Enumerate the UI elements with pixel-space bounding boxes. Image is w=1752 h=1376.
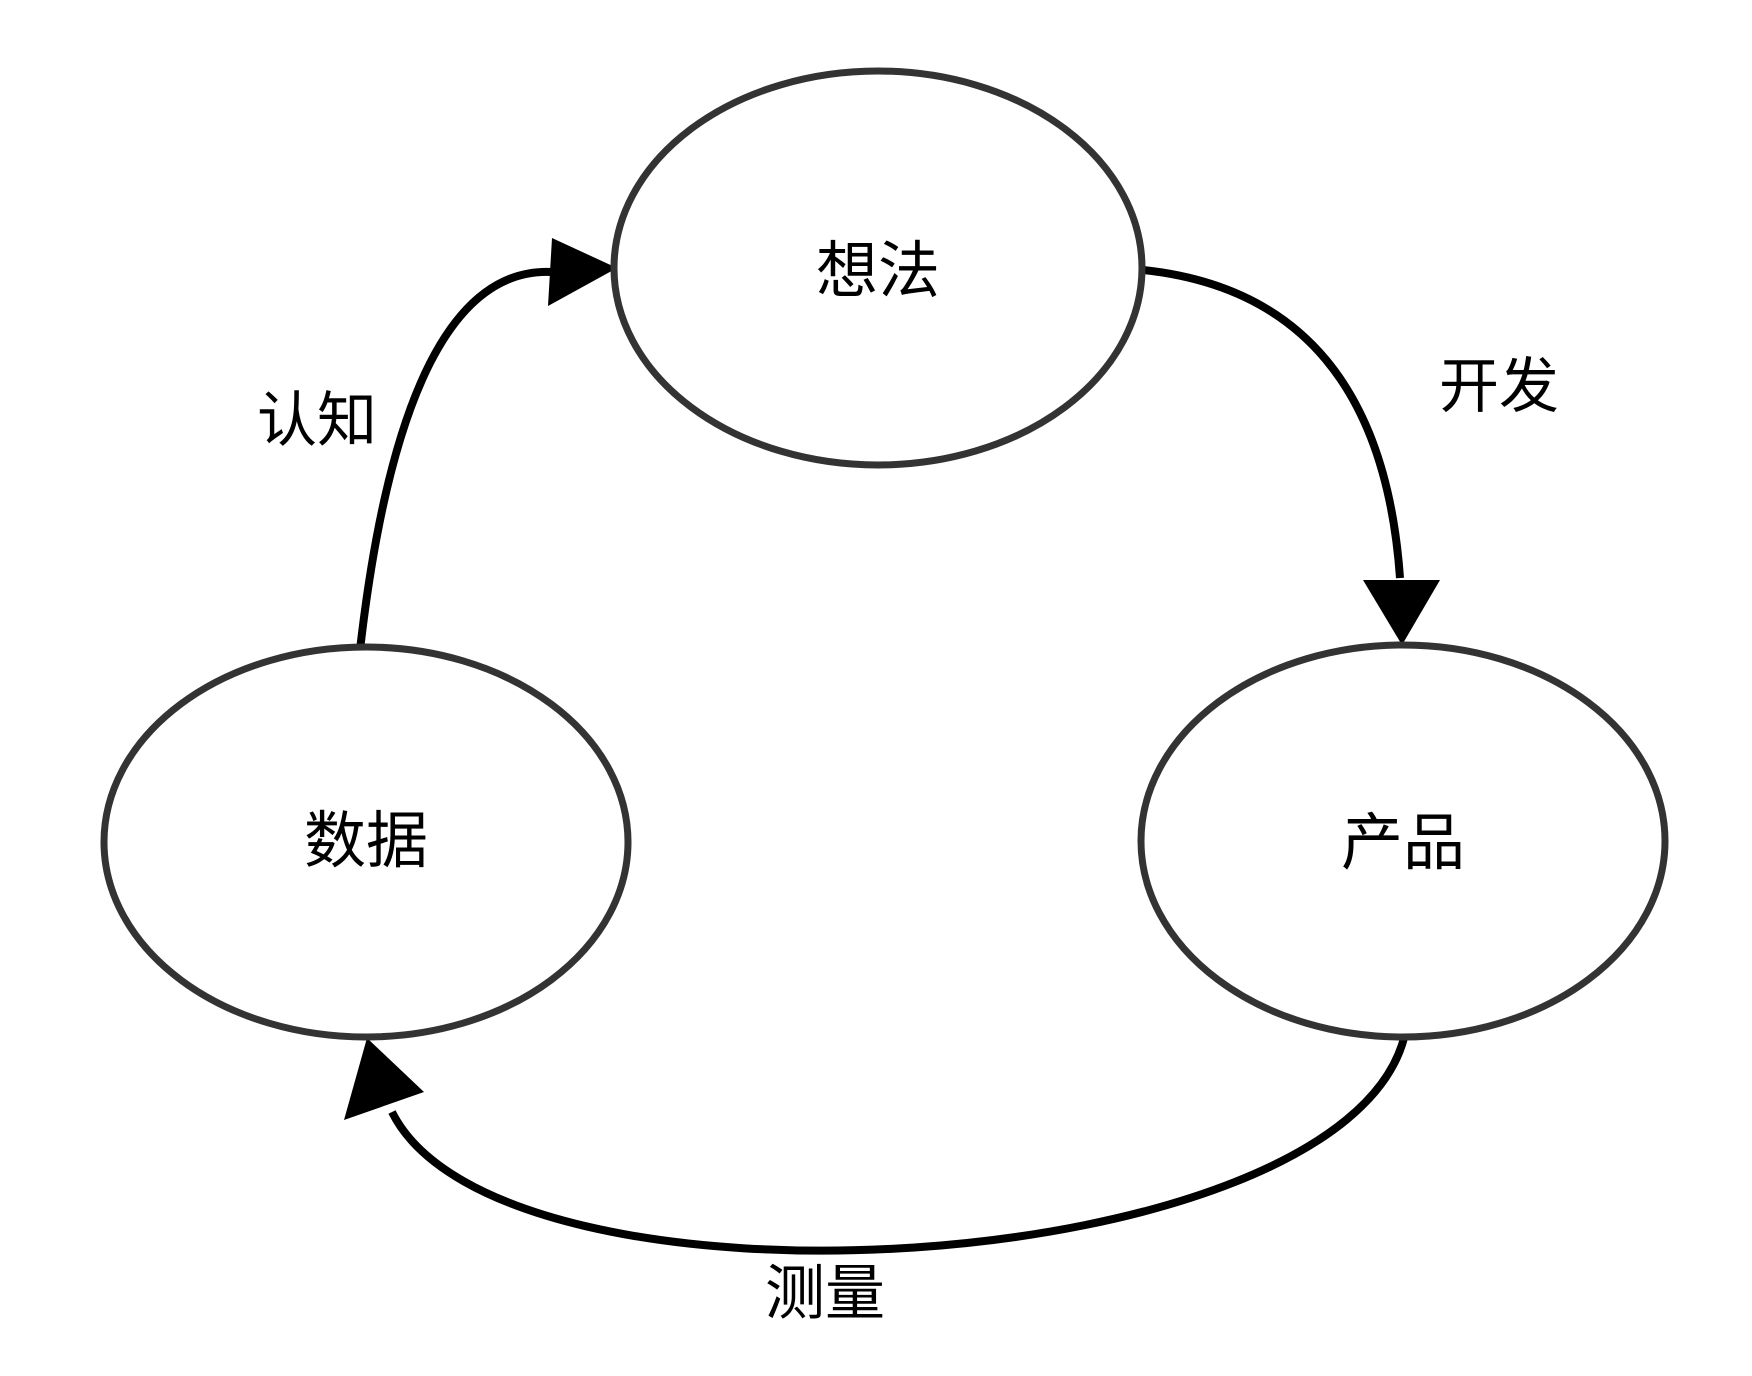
edge-label-learn: 认知 <box>257 387 377 454</box>
measure-arrowhead-icon <box>344 1038 424 1120</box>
edge-line-learn <box>356 267 553 651</box>
develop-arrowhead-icon <box>1363 580 1440 645</box>
edge-line-measure <box>388 1036 1408 1255</box>
node-ellipse-data <box>100 643 632 1041</box>
edge-label-develop: 开发 <box>1439 353 1559 420</box>
node-label-data: 数据 <box>304 807 428 876</box>
edge-label-measure: 测量 <box>765 1260 885 1327</box>
node-label-idea: 想法 <box>816 237 940 306</box>
node-ellipse-product <box>1137 641 1669 1041</box>
node-label-product: 产品 <box>1341 809 1465 878</box>
node-ellipse-idea <box>610 67 1146 469</box>
learn-arrowhead-icon <box>548 238 617 306</box>
edge-line-develop <box>1142 266 1404 579</box>
